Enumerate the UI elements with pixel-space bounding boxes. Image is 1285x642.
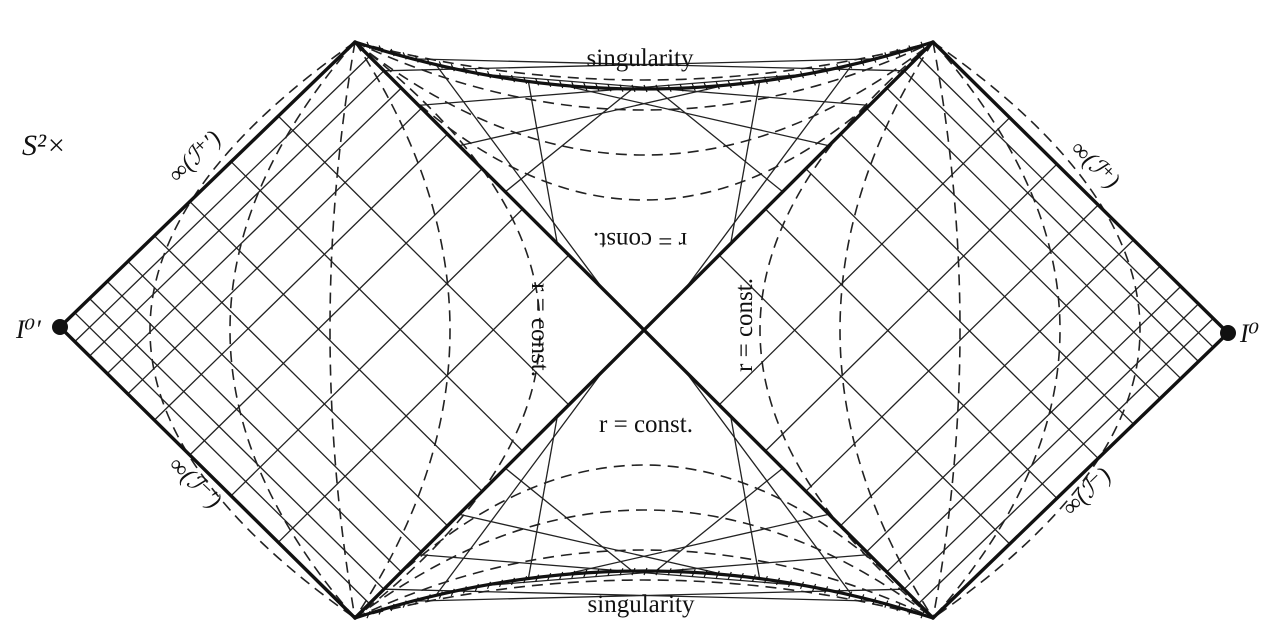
null-grid-line [886,285,1182,573]
null-grid-line [277,254,570,543]
null-grid-line [458,84,726,147]
null-grid-line [153,235,448,527]
constant-r-curves [149,41,1141,619]
null-grid-line [189,201,483,492]
spatial-infinity-right-dot [1220,325,1236,341]
r-const-curve [354,549,934,619]
null-grid-line [866,107,1161,400]
scri-plus-right-label: ∞(ℐ⁺) [1065,136,1124,194]
null-grid-line [277,115,570,406]
singularity-top-label: singularity [587,45,694,72]
r-const-curve [354,41,934,201]
null-grid-line [903,70,1199,362]
r-const-curve [354,509,934,619]
null-grid-line [683,369,853,596]
r-const-curve [932,41,1141,619]
scri-minus-right-edge [931,331,1230,620]
null-grid-line [527,81,558,244]
null-grid-line [840,133,1135,425]
null-grid-line [655,467,784,572]
null-grid-line [230,161,524,452]
horizon-line-2 [353,40,935,620]
null-grid-line [805,204,1099,492]
null-grid-line [106,87,402,375]
r-const-top-label: r = const. [593,227,687,254]
null-grid-line [918,55,1214,348]
null-grid-line [718,254,1011,545]
null-grid-line [840,239,1135,527]
null-grid-line [74,312,370,605]
null-grid-line [918,317,1214,605]
null-grid-line [562,513,830,576]
null-grid-line [764,208,1058,499]
null-grid-line [866,265,1161,553]
null-grid-line [153,133,448,421]
r-const-curve [354,41,934,111]
spatial-infinity-right-label: I⁰ [1239,319,1260,348]
r-const-curve [149,41,356,619]
r-const-curve [354,41,934,81]
null-grid-line [127,107,422,395]
spatial-infinity-left-label: I⁰′ [15,315,41,344]
r-const-bottom-label: r = const. [599,411,693,438]
null-grid-line [458,513,726,576]
scri-plus-left-label: ∞(ℐ⁺′) [164,126,227,188]
r-const-right-label: r = const. [731,278,758,372]
spatial-infinity-left-dot [52,319,68,335]
r-const-left-label: r = const. [526,283,553,377]
r-const-curve [932,41,961,619]
scri-plus-left-edge [58,40,357,329]
null-grid-line [412,588,905,602]
null-grid-line [435,64,605,291]
singularity-bottom-label: singularity [588,591,695,618]
scri-minus-right-label: ∞(ℐ⁻) [1058,463,1117,521]
scri-plus-right-edge [931,40,1230,335]
null-grid-line [718,117,1011,406]
null-grid-line [383,58,876,72]
null-grid-line [886,87,1182,380]
null-grid-line [805,168,1099,459]
null-grid-line [412,58,905,72]
null-grid-line [655,88,784,193]
singularity-bottom-curve [354,569,934,620]
r-const-curve [354,41,451,619]
null-grid-line [903,303,1199,590]
null-grid-line [562,84,830,147]
null-grid-line [504,88,633,193]
null-grid-line [435,369,605,596]
r-const-curve [354,579,934,619]
r-const-curve [839,41,934,619]
r-const-curve [354,464,934,619]
r-const-curve [354,41,541,619]
null-grid-line [527,416,558,579]
null-grid-line [106,280,402,573]
null-grid-line [189,168,483,456]
null-grid-line [764,163,1058,452]
null-grid-line [230,208,524,497]
s2-prefix-label: S²× [22,129,66,162]
null-grid-line [89,298,385,590]
scri-minus-left-edge [58,325,357,620]
null-grid-line [683,64,853,291]
null-grid-line [730,81,761,244]
null-grid-line [74,55,370,343]
r-const-curve [329,41,356,619]
singularity-top-curve [354,40,934,91]
null-grid-line [730,416,761,579]
null-grid-line [504,467,633,572]
null-coordinate-grid [74,55,1214,605]
r-const-curve [354,41,934,156]
null-grid-line [383,588,876,602]
null-grid-line [127,260,422,553]
null-grid-line [89,70,385,357]
r-const-curve [932,41,1061,619]
